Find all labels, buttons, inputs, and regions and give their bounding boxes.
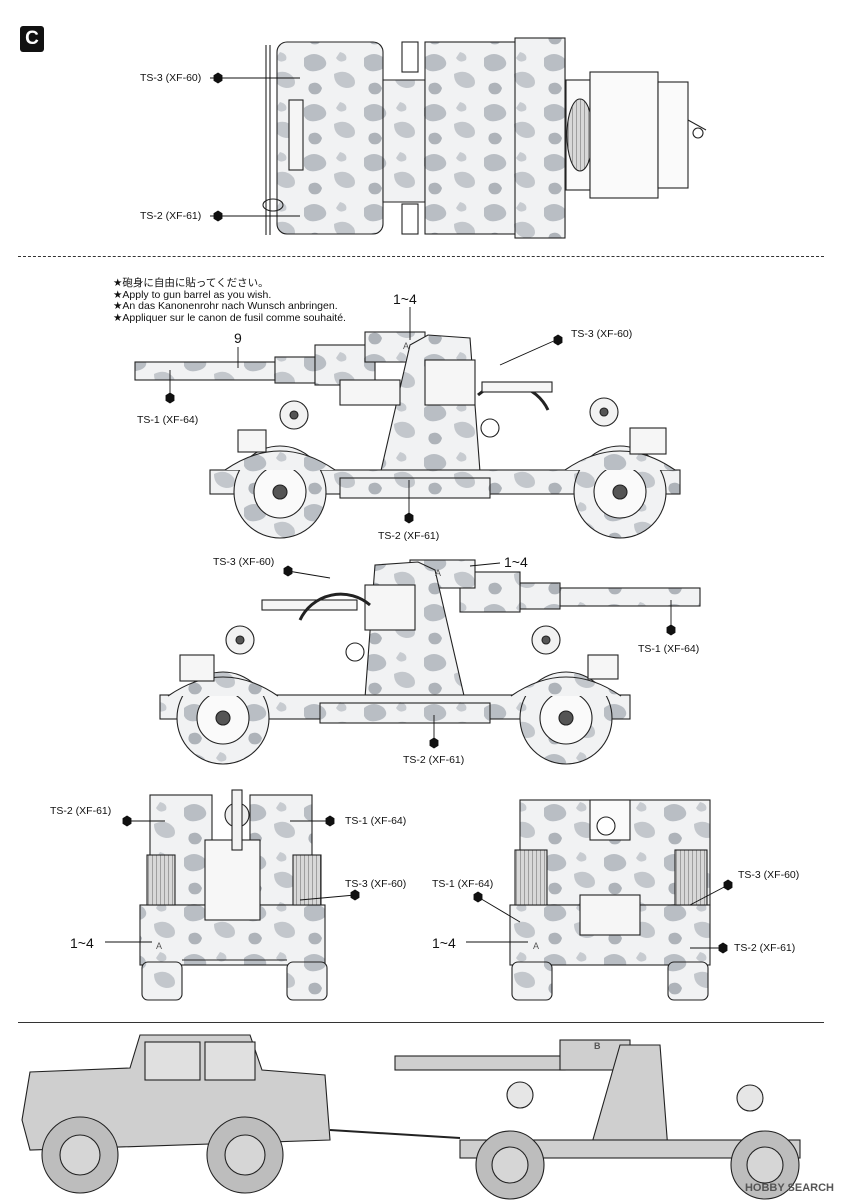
callout-front-ts3: TS-3 (XF-60) [345,878,407,890]
tractor-and-gun-side-view [21,1034,801,1200]
callout-leaders [105,72,733,954]
decal-letter-a-front: A [156,941,163,951]
instruction-fr: ★Appliquer sur le canon de fusil comme s… [113,311,346,324]
watermark: HOBBY SEARCH [744,1182,834,1194]
callout-front-ts2: TS-2 (XF-61) [50,805,112,817]
callout-side1-ts3: TS-3 (XF-60) [571,328,633,340]
callout-front-ts1: TS-1 (XF-64) [345,815,407,827]
callout-side1-ts1: TS-1 (XF-64) [137,414,199,426]
callout-side2-ts3: TS-3 (XF-60) [213,556,275,568]
callout-top-ts3: TS-3 (XF-60) [140,72,202,84]
decal-letter-a-side2: A [435,568,442,578]
decal-letter-a-rear: A [533,941,540,951]
callout-top-ts2: TS-2 (XF-61) [140,210,202,222]
callout-rear-ts1: TS-1 (XF-64) [432,878,494,890]
side-view-gun-2 [159,559,701,765]
decal-range-front: 1~4 [70,935,94,951]
decal-instructions: ★砲身に自由に貼ってください。 ★Apply to gun barrel as … [113,277,346,324]
instruction-de: ★An das Kanonenrohr nach Wunsch anbringe… [113,300,338,312]
decal-range-rear: 1~4 [432,935,456,951]
decal-barrel-side1: 9 [234,330,242,346]
front-view [139,789,328,1001]
rear-view [509,799,711,1001]
instruction-en: ★Apply to gun barrel as you wish. [113,288,272,301]
side-view-gun-1 [134,331,681,539]
callout-side2-ts1: TS-1 (XF-64) [638,643,700,655]
callout-rear-ts3: TS-3 (XF-60) [738,869,800,881]
section-divider [18,256,824,257]
instruction-ja: ★砲身に自由に貼ってください。 [113,277,269,289]
callout-side1-ts2: TS-2 (XF-61) [378,530,440,542]
callout-rear-ts2: TS-2 (XF-61) [734,942,796,954]
decal-range-side2: 1~4 [504,554,528,570]
section-badge: C [20,26,44,52]
section-divider-2 [18,1022,824,1023]
top-view-tractor [262,37,707,239]
decal-letter-b: B [594,1041,601,1051]
decal-range-side1: 1~4 [393,291,417,307]
decal-letter-a-side1: A [403,341,410,351]
callout-side2-ts2: TS-2 (XF-61) [403,754,465,766]
